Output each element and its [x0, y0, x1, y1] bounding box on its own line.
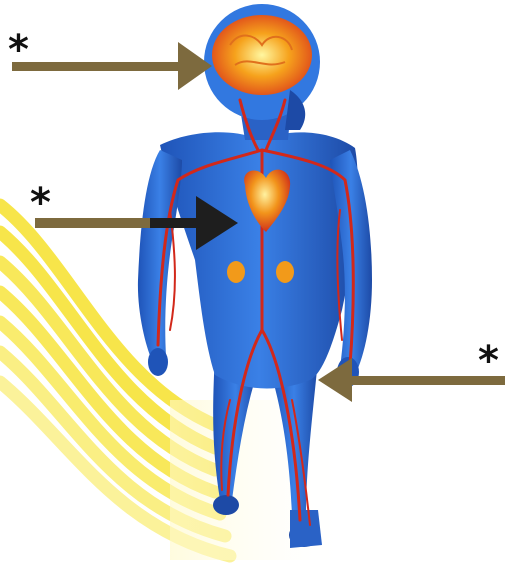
- pointer-arrow-icon: [318, 358, 505, 402]
- pointer-arrow-icon: [12, 42, 212, 90]
- arrow-brain-shaft: [12, 62, 190, 71]
- arrow-leg-head: [318, 358, 352, 402]
- asterisk-marker-brain: *: [8, 30, 29, 70]
- asterisk-marker-heart: *: [30, 183, 51, 223]
- pointer-arrow-icon: [35, 196, 238, 250]
- asterisk-marker-leg: *: [478, 341, 499, 381]
